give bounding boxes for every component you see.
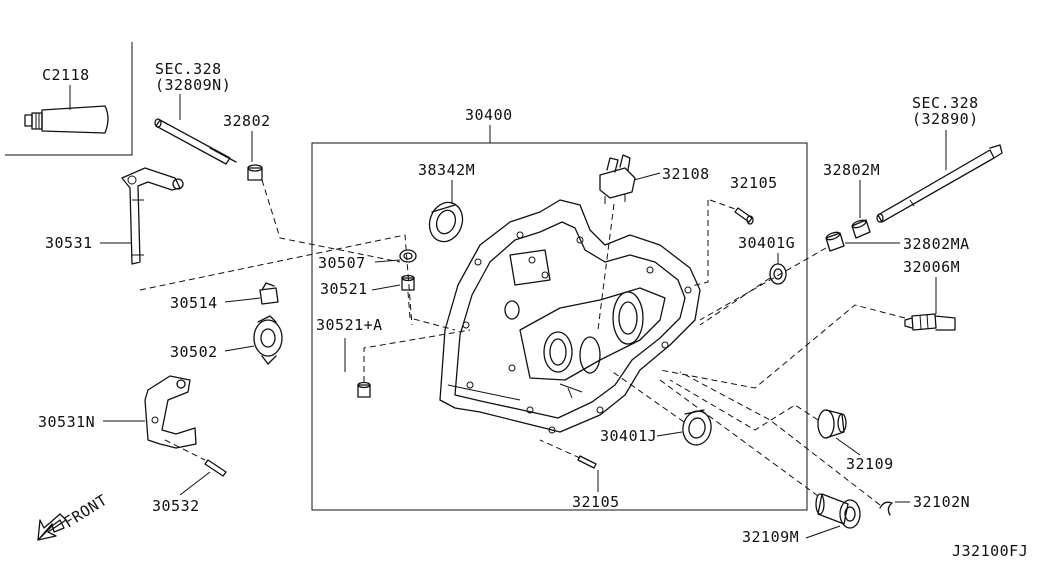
label-30531n: 30531N — [38, 413, 95, 431]
bush-30521a-icon — [357, 381, 371, 398]
leader-30507 — [374, 259, 401, 263]
dash-32109m — [659, 379, 819, 497]
bush-30521-icon — [401, 274, 415, 291]
dash-32108 — [597, 203, 615, 331]
dash-32102n — [679, 371, 881, 506]
leader-30521 — [371, 284, 401, 291]
label-32109: 32109 — [846, 455, 894, 473]
label-sec328-a-ref: (32809N) — [155, 76, 231, 94]
sleeve-32109m-icon — [815, 493, 861, 529]
dash-32802ma — [699, 247, 827, 321]
pin-32105-top-icon — [734, 207, 754, 225]
pin-32105-bottom-icon — [577, 455, 597, 469]
leader-30532 — [179, 471, 211, 496]
dash-32105-bottom — [539, 439, 581, 459]
clip-32102n-icon — [879, 501, 893, 516]
label-30514: 30514 — [170, 294, 218, 312]
label-30502: 30502 — [170, 343, 218, 361]
bush-32802-icon — [247, 164, 263, 181]
dash-32109 — [669, 379, 819, 431]
sensor-32006m-icon — [904, 313, 956, 331]
fork-30531n-icon — [144, 375, 197, 449]
grease-tube-icon — [24, 105, 109, 134]
seal-30401j-icon — [682, 409, 712, 446]
dash-32105-top-b — [691, 200, 709, 287]
dash-32006m — [659, 304, 906, 389]
dash-30521 — [407, 291, 456, 331]
label-32109m: 32109M — [742, 528, 799, 546]
bush-32802m-icon — [851, 219, 871, 239]
leader-32109 — [835, 437, 861, 456]
dash-32105-top — [709, 199, 739, 211]
housing-frame — [311, 142, 808, 511]
label-30401j: 30401J — [600, 427, 657, 445]
label-30532: 30532 — [152, 497, 200, 515]
leader-30401j — [656, 431, 683, 437]
flange-32109-icon — [817, 409, 847, 439]
dash-30531n — [164, 439, 206, 461]
clip-30514-icon — [259, 282, 279, 305]
label-sec328-b: SEC.328 — [912, 94, 979, 112]
label-30507: 30507 — [318, 254, 366, 272]
lever-30531-icon — [121, 167, 184, 265]
label-32802ma: 32802MA — [903, 235, 970, 253]
dash-32802 — [261, 179, 401, 263]
transmission-case — [439, 199, 701, 434]
seal-30401g-icon — [769, 263, 787, 285]
dash-30401g — [699, 277, 771, 326]
label-front: FRONT — [61, 491, 111, 532]
label-c2118: C2118 — [42, 66, 90, 84]
bearing-30502-icon — [253, 315, 283, 365]
label-38342m: 38342M — [418, 161, 475, 179]
seal-38342m-icon — [428, 201, 464, 243]
bush-30507-icon — [399, 249, 417, 263]
label-32006m: 32006M — [903, 258, 960, 276]
label-30521a: 30521+A — [316, 316, 383, 334]
label-32102n: 32102N — [913, 493, 970, 511]
dash-30531 — [139, 234, 413, 326]
leader-30514 — [224, 297, 261, 303]
label-30521: 30521 — [320, 280, 368, 298]
bracket-32108-icon — [599, 154, 636, 204]
label-30401g: 30401G — [738, 234, 795, 252]
label-32802m: 32802M — [823, 161, 880, 179]
leader-32109m — [805, 525, 841, 539]
front-arrow-icon — [37, 513, 67, 541]
label-sec328-b-ref: (32890) — [912, 110, 979, 128]
label-32108: 32108 — [662, 165, 710, 183]
label-30531: 30531 — [45, 234, 93, 252]
pin-30532-icon — [204, 459, 227, 477]
label-32105-bottom: 32105 — [572, 493, 620, 511]
diagram-id: J32100FJ — [952, 542, 1028, 560]
label-32802: 32802 — [223, 112, 271, 130]
label-30400: 30400 — [465, 106, 513, 124]
dash-30521a — [363, 329, 471, 382]
leader-32108 — [633, 172, 661, 181]
dash-30401j — [609, 369, 685, 423]
shaft-32890-icon — [876, 144, 1003, 223]
bush-32802ma-icon — [825, 231, 845, 252]
inset-frame — [5, 42, 133, 156]
label-sec328-a: SEC.328 — [155, 60, 222, 78]
shaft-32809n-icon — [154, 118, 237, 165]
label-32105-top: 32105 — [730, 174, 778, 192]
leader-30502 — [224, 345, 255, 352]
